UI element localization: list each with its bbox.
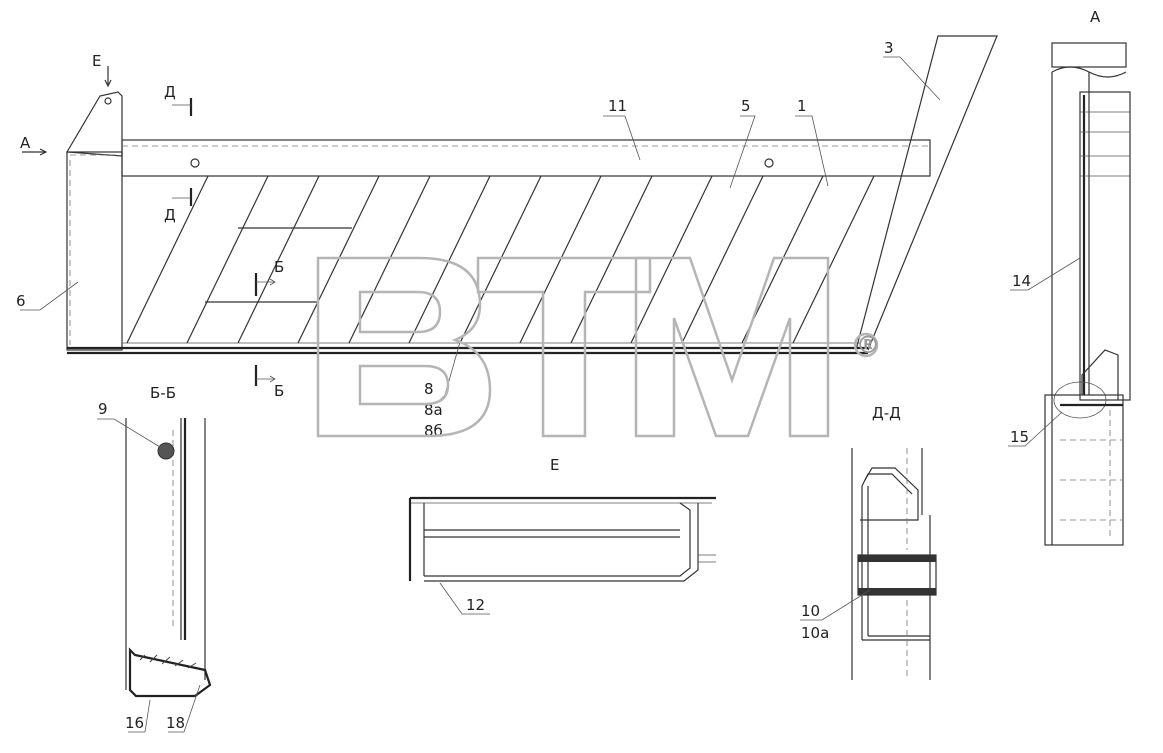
callout-10: 10: [801, 602, 820, 620]
callout-16: 16: [125, 714, 144, 732]
registered-mark: ®: [856, 331, 880, 359]
view-a: А 14 15: [1008, 8, 1131, 546]
marker-letter-b-top: Б: [274, 258, 284, 276]
slat: [408, 175, 491, 344]
watermark-letter-b: [316, 256, 492, 438]
callout-8b: 8б: [424, 422, 443, 440]
main-side-view: А Е Д Д Б Б 6 11 5 1 3 8 8а 8б: [16, 35, 998, 440]
marker-letter-d-bottom: Д: [164, 206, 176, 224]
slat: [681, 175, 764, 344]
section-d-spacer-top-plate: [858, 555, 936, 562]
section-b-rod-9: [157, 442, 175, 460]
view-e-inner-frame: [424, 502, 691, 577]
slat: [792, 175, 875, 344]
leader-1: [795, 115, 829, 187]
watermark-letter-m: [634, 256, 830, 438]
slat: [126, 175, 209, 344]
view-a-top-cap: [1051, 42, 1127, 68]
view-a-clip: [1081, 349, 1119, 400]
callout-6: 6: [16, 292, 26, 310]
view-e-outer-frame: [424, 503, 699, 582]
slat: [519, 175, 602, 344]
section-b-title: Б-Б: [150, 384, 176, 402]
section-d-title: Д-Д: [872, 404, 901, 422]
leader-6: [20, 281, 79, 311]
section-d-d: Д-Д 10 10а: [800, 404, 937, 680]
view-a-detail-15: [1053, 381, 1107, 419]
slat: [459, 175, 542, 344]
view-e: Е 12: [408, 456, 716, 615]
leader-15: [1008, 411, 1063, 447]
leader-18: [168, 684, 201, 733]
section-d-bracket-bottom: [862, 635, 930, 641]
view-a-lower-block: [1044, 394, 1124, 546]
diagonal-slats: [126, 175, 875, 344]
leader-12: [439, 582, 490, 615]
leader-9: [97, 418, 161, 448]
section-b-b: Б-Б 9 16 18: [97, 384, 212, 733]
section-b-hatching: [139, 654, 197, 669]
section-b-arrow-top: [256, 278, 276, 286]
section-b-bottom-profile: [128, 647, 212, 698]
callout-18: 18: [166, 714, 185, 732]
leader-14: [1010, 257, 1081, 291]
slat: [237, 175, 320, 344]
leader-11: [603, 115, 641, 161]
leader-5: [729, 115, 756, 189]
slat: [348, 175, 431, 344]
view-a-arrow: [22, 148, 48, 156]
section-b-arrow-bottom: [256, 375, 276, 383]
callout-8: 8: [424, 380, 434, 398]
slat: [630, 175, 713, 344]
end-strut: [855, 35, 998, 351]
top-rail: [121, 139, 931, 177]
slat: [186, 175, 269, 344]
section-d-bracket-top-inner: [861, 473, 913, 495]
rail-hole-left: [190, 158, 200, 168]
view-a-title: А: [1090, 8, 1101, 26]
view-a-channel: [1079, 91, 1131, 401]
callout-14: 14: [1012, 272, 1031, 290]
callout-9: 9: [98, 400, 108, 418]
watermark-letter-t: [476, 256, 652, 438]
watermark-logo: ®: [316, 256, 880, 438]
callout-8a: 8а: [424, 401, 443, 419]
marker-letter-e: Е: [92, 52, 101, 70]
leader-3: [883, 56, 941, 101]
callout-12: 12: [466, 596, 485, 614]
view-e-arrow: [104, 66, 112, 88]
bracket-hole: [104, 97, 112, 105]
callout-11: 11: [608, 97, 627, 115]
callout-3: 3: [884, 39, 894, 57]
callout-15: 15: [1010, 428, 1029, 446]
view-e-title: Е: [550, 456, 559, 474]
slat: [297, 175, 380, 344]
slat: [570, 175, 653, 344]
section-d-bracket-top: [860, 467, 919, 521]
callout-1: 1: [797, 97, 807, 115]
marker-letter-a: А: [20, 134, 31, 152]
left-post: [66, 151, 123, 351]
left-bracket: [65, 91, 123, 157]
marker-letter-d-top: Д: [164, 83, 176, 101]
leader-10: [800, 589, 871, 621]
marker-letter-b-bottom: Б: [274, 382, 284, 400]
registered-circle: [853, 332, 879, 358]
leader-16: [128, 699, 151, 733]
rail-hole-right: [764, 158, 774, 168]
section-d-spacer-bottom-plate: [858, 588, 936, 595]
callout-5: 5: [741, 97, 751, 115]
callout-10a: 10а: [801, 624, 829, 642]
